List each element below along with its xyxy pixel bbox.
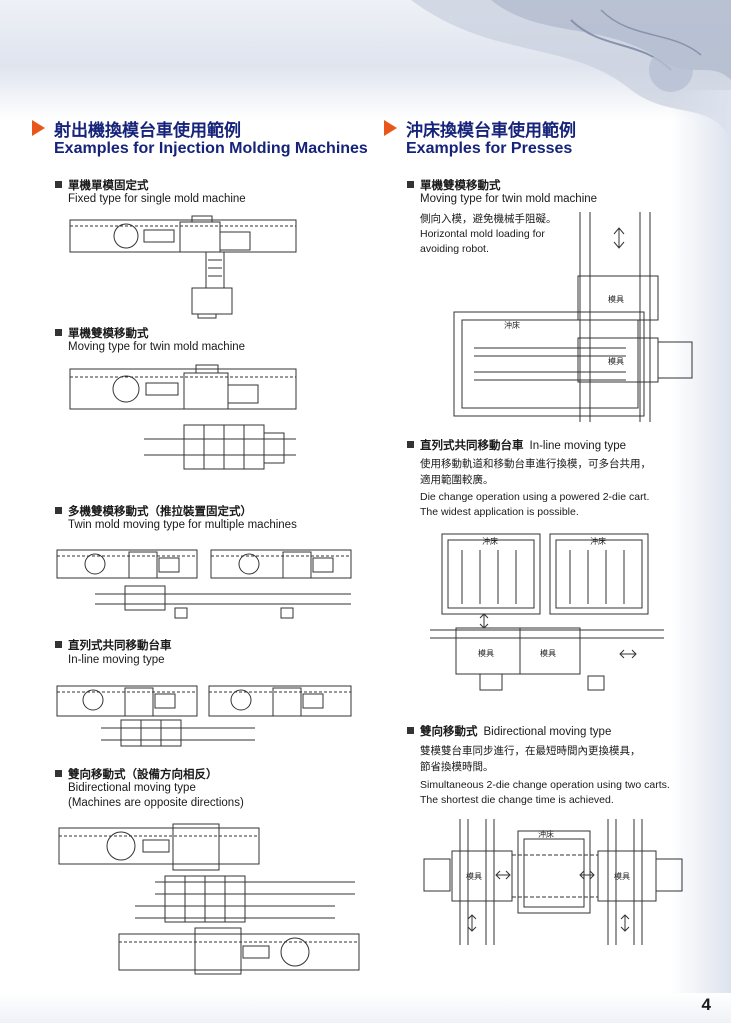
mold-label: 模具 [608, 356, 624, 366]
left-section-3-heading: 多機雙模移動式（推拉裝置固定式） [55, 503, 252, 519]
right-title-zh: 沖床換模台車使用範例 [406, 121, 576, 141]
right-section-1-subtitle: Moving type for twin mold machine [420, 193, 598, 205]
right-section-1-heading: 單機雙模移動式 [407, 177, 501, 193]
bullet-square-icon [407, 727, 414, 734]
mold-label: 模具 [478, 648, 494, 658]
bullet-square-icon [407, 181, 414, 188]
press-label: 沖床 [504, 320, 520, 330]
left-section-2-subtitle: Moving type for twin mold machine [68, 341, 246, 353]
diagram-bidirectional-injection [55, 820, 365, 990]
press-label: 沖床 [590, 536, 606, 546]
left-section-2-heading: 單機雙模移動式 [55, 325, 149, 341]
left-section-1-subtitle: Fixed type for single mold machine [68, 193, 246, 205]
left-section-1-heading: 單機單模固定式 [55, 177, 149, 193]
mold-label: 模具 [540, 648, 556, 658]
left-section-5-heading: 雙向移動式（設備方向相反） [55, 766, 218, 782]
right-section-1-note-en2: avoiding robot. [420, 243, 489, 255]
diagram-fixed-single-mold [68, 212, 300, 320]
left-section-5-subtitle: Bidirectional moving type [68, 782, 196, 794]
title-arrow-icon [32, 120, 45, 136]
left-section-3-subtitle: Twin mold moving type for multiple machi… [68, 519, 297, 531]
bullet-square-icon [55, 507, 62, 514]
mold-label: 模具 [608, 294, 624, 304]
right-section-2-note-en2: The widest application is possible. [420, 506, 579, 518]
right-section-3-note-zh2: 節省換模時間。 [420, 761, 494, 773]
bullet-square-icon [55, 181, 62, 188]
page-number: 4 [701, 995, 711, 1014]
right-edge-fade [671, 90, 731, 1010]
left-section-4-subtitle: In-line moving type [68, 654, 165, 666]
diagram-moving-twin-mold [68, 363, 300, 475]
right-section-2-note-zh2: 適用範圍較廣。 [420, 474, 494, 486]
right-section-3-note-en2: The shortest die change time is achieved… [420, 794, 614, 806]
right-title-en: Examples for Presses [406, 140, 573, 157]
right-section-2-note-zh1: 使用移動軌道和移動台車進行換模，可多台共用， [420, 458, 651, 470]
right-section-3-note-zh1: 雙模雙台車同步進行，在最短時間內更換模具， [420, 745, 641, 757]
left-title-en: Examples for Injection Molding Machines [54, 140, 368, 157]
title-arrow-icon [384, 120, 397, 136]
right-section-3-note-en1: Simultaneous 2-die change operation usin… [420, 779, 670, 791]
press-label: 沖床 [538, 829, 554, 839]
footer-bar [0, 993, 731, 1023]
right-section-2-note-en1: Die change operation using a powered 2-d… [420, 491, 650, 503]
decorative-swirl [411, 0, 731, 140]
press-label: 沖床 [482, 536, 498, 546]
diagram-press-bidirectional: 沖床 模具 模具 [420, 815, 690, 950]
diagram-press-twin-mold: 沖床 模具 模具 [450, 208, 700, 426]
mold-label: 模具 [466, 871, 482, 881]
right-section-1-note-en1: Horizontal mold loading for [420, 228, 545, 240]
bullet-square-icon [55, 770, 62, 777]
right-section-1-note-zh: 側向入模，避免機械手阻礙。 [420, 213, 557, 225]
left-title-zh: 射出機換模台車使用範例 [54, 121, 241, 141]
left-section-5-subtitle-2: (Machines are opposite directions) [68, 797, 244, 809]
diagram-multi-machine-twin-mold [55, 542, 355, 624]
left-section-4-heading: 直列式共同移動台車 [55, 637, 172, 653]
mold-label: 模具 [614, 871, 630, 881]
bullet-square-icon [55, 641, 62, 648]
diagram-press-inline-moving: 沖床 沖床 模具 模具 [428, 530, 668, 696]
bullet-square-icon [407, 441, 414, 448]
diagram-inline-moving-left [55, 680, 355, 750]
bullet-square-icon [55, 329, 62, 336]
